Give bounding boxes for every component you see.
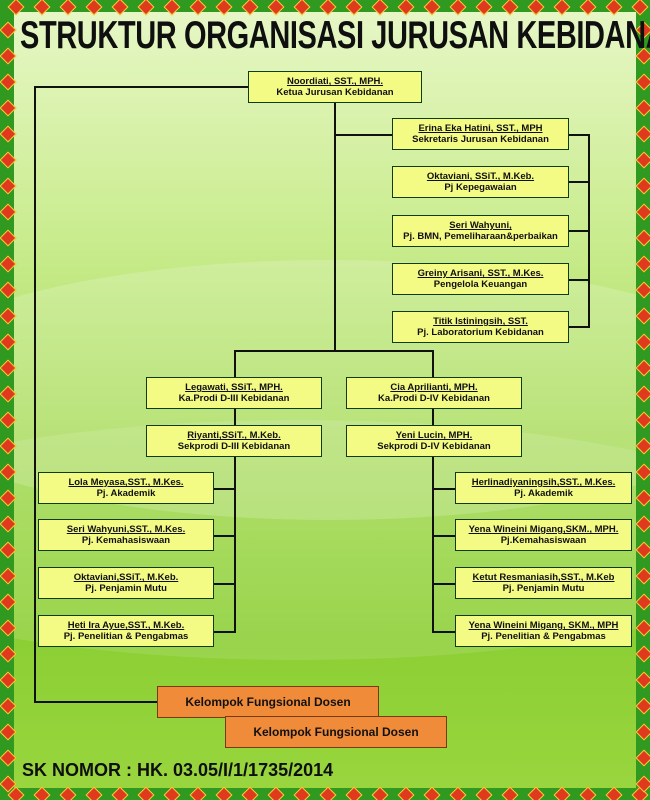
connector-line — [568, 230, 590, 232]
staff-name: Oktaviani, SSiT., M.Keb. — [426, 171, 535, 182]
d4-unit-role: Pj. Penjamin Mutu — [502, 583, 585, 594]
connector-line — [34, 701, 158, 703]
d3-unit-box: Heti Ira Ayue,SST., M.Keb. Pj. Penelitia… — [38, 615, 214, 647]
d4-unit-box: Yena Wineini Migang, SKM., MPH Pj. Penel… — [455, 615, 632, 647]
d3-unit-role: Pj. Penelitian & Pengabmas — [63, 631, 189, 642]
d3-unit-box: Lola Meyasa,SST., M.Kes. Pj. Akademik — [38, 472, 214, 504]
d3-unit-name: Oktaviani,SSiT., M.Keb. — [73, 572, 179, 583]
d4-unit-box: Yena Wineini Migang,SKM., MPH. Pj.Kemaha… — [455, 519, 632, 551]
staff-box: Seri Wahyuni, Pj. BMN, Pemeliharaan&perb… — [392, 215, 569, 247]
staff-role: Pj Kepegawaian — [444, 182, 517, 193]
connector-line — [568, 326, 590, 328]
d4-unit-role: Pj.Kemahasiswaan — [500, 535, 587, 546]
d4-kaprodi-role: Ka.Prodi D-IV Kebidanan — [378, 393, 490, 404]
d4-kaprodi-name: Cia Aprilianti, MPH. — [390, 382, 478, 393]
d4-unit-name: Yena Wineini Migang,SKM., MPH. — [468, 524, 619, 535]
staff-name: Greiny Arisani, SST., M.Kes. — [417, 268, 544, 279]
d3-unit-box: Seri Wahyuni,SST., M.Kes. Pj. Kemahasisw… — [38, 519, 214, 551]
connector-line — [432, 350, 434, 378]
connector-line — [568, 279, 590, 281]
d3-sekprodi-role: Sekprodi D-III Kebidanan — [177, 441, 291, 452]
d3-unit-name: Lola Meyasa,SST., M.Kes. — [68, 477, 184, 488]
connector-line — [234, 456, 236, 633]
d3-unit-name: Heti Ira Ayue,SST., M.Keb. — [67, 620, 185, 631]
d4-sekprodi-role: Sekprodi D-IV Kebidanan — [377, 441, 491, 452]
d3-sekprodi-name: Riyanti,SSiT., M.Keb. — [187, 430, 281, 441]
d3-kaprodi-box: Legawati, SSiT., MPH. Ka.Prodi D-III Keb… — [146, 377, 322, 409]
connector-line — [432, 583, 456, 585]
connector-line — [334, 101, 336, 351]
connector-line — [212, 488, 236, 490]
connector-line — [432, 535, 456, 537]
d3-unit-box: Oktaviani,SSiT., M.Keb. Pj. Penjamin Mut… — [38, 567, 214, 599]
connector-line — [432, 408, 434, 426]
staff-box: Erina Eka Hatini, SST., MPH Sekretaris J… — [392, 118, 569, 150]
connector-line — [212, 535, 236, 537]
connector-line — [212, 583, 236, 585]
d4-unit-role: Pj. Akademik — [514, 488, 573, 499]
d3-unit-role: Pj. Penjamin Mutu — [85, 583, 167, 594]
d4-unit-box: Herlinadiyaningsih,SST., M.Kes. Pj. Akad… — [455, 472, 632, 504]
connector-line — [568, 134, 590, 136]
d4-sekprodi-name: Yeni Lucin, MPH. — [395, 430, 473, 441]
staff-role: Sekretaris Jurusan Kebidanan — [412, 134, 549, 145]
d3-unit-role: Pj. Akademik — [96, 488, 156, 499]
staff-box: Oktaviani, SSiT., M.Keb. Pj Kepegawaian — [392, 166, 569, 198]
fungsional-box: Kelompok Fungsional Dosen — [225, 716, 447, 748]
connector-line — [234, 408, 236, 426]
fungsional-box: Kelompok Fungsional Dosen — [157, 686, 379, 718]
d3-kaprodi-name: Legawati, SSiT., MPH. — [185, 382, 283, 393]
connector-line — [432, 488, 456, 490]
staff-name: Erina Eka Hatini, SST., MPH — [418, 123, 543, 134]
connector-line — [334, 134, 392, 136]
connector-line — [34, 86, 36, 703]
head-role: Ketua Jurusan Kebidanan — [276, 87, 394, 98]
page-title: STRUKTUR ORGANISASI JURUSAN KEBIDANAN — [20, 14, 650, 58]
d4-unit-box: Ketut Resmaniasih,SST., M.Keb Pj. Penjam… — [455, 567, 632, 599]
connector-line — [432, 456, 434, 633]
d4-unit-name: Ketut Resmaniasih,SST., M.Keb — [472, 572, 615, 583]
connector-line — [212, 631, 236, 633]
d3-unit-role: Pj. Kemahasiswaan — [81, 535, 171, 546]
d3-sekprodi-box: Riyanti,SSiT., M.Keb. Sekprodi D-III Keb… — [146, 425, 322, 457]
staff-role: Pengelola Keuangan — [433, 279, 528, 290]
staff-name: Titik Istiningsih, SST. — [433, 316, 528, 327]
staff-role: Pj. Laboratorium Kebidanan — [417, 327, 544, 338]
d3-unit-name: Seri Wahyuni,SST., M.Kes. — [66, 524, 186, 535]
d4-unit-name: Yena Wineini Migang, SKM., MPH — [468, 620, 619, 631]
d4-unit-name: Herlinadiyaningsih,SST., M.Kes. — [471, 477, 616, 488]
connector-line — [234, 350, 434, 352]
staff-box: Titik Istiningsih, SST. Pj. Laboratorium… — [392, 311, 569, 343]
connector-line — [432, 631, 456, 633]
connector-line — [234, 350, 236, 378]
d4-kaprodi-box: Cia Aprilianti, MPH. Ka.Prodi D-IV Kebid… — [346, 377, 522, 409]
d4-sekprodi-box: Yeni Lucin, MPH. Sekprodi D-IV Kebidanan — [346, 425, 522, 457]
d4-unit-role: Pj. Penelitian & Pengabmas — [481, 631, 606, 642]
staff-role: Pj. BMN, Pemeliharaan&perbaikan — [403, 231, 558, 242]
head-name: Noordiati, SST., MPH. — [286, 76, 384, 87]
staff-box: Greiny Arisani, SST., M.Kes. Pengelola K… — [392, 263, 569, 295]
connector-line — [34, 86, 250, 88]
head-box: Noordiati, SST., MPH. Ketua Jurusan Kebi… — [248, 71, 422, 103]
sk-number: SK NOMOR : HK. 03.05/I/1/1735/2014 — [22, 760, 334, 780]
staff-name: Seri Wahyuni, — [449, 220, 512, 231]
d3-kaprodi-role: Ka.Prodi D-III Kebidanan — [178, 393, 290, 404]
connector-line — [568, 181, 590, 183]
